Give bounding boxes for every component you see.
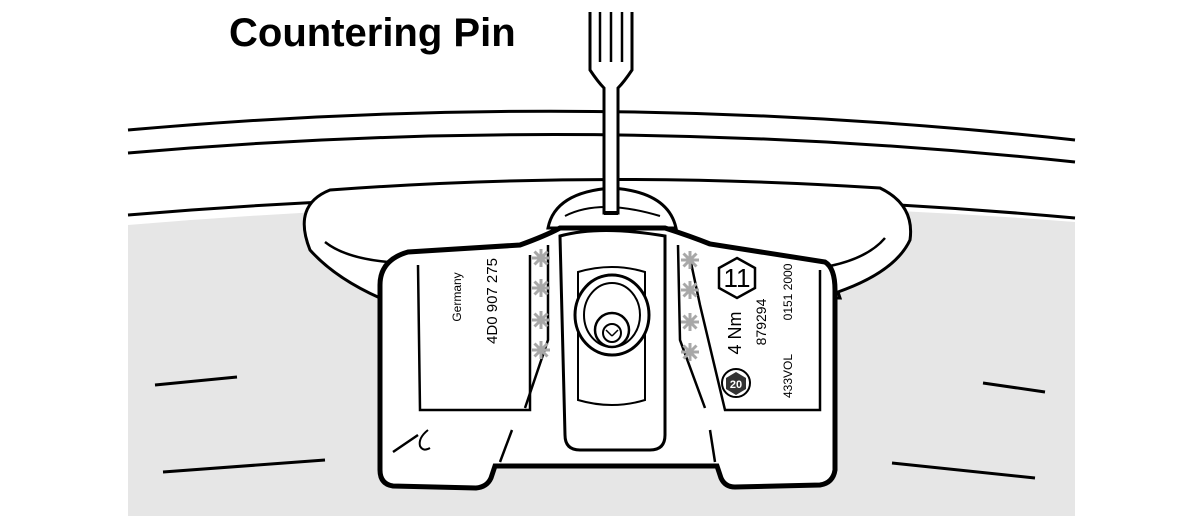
asterisk bbox=[532, 311, 550, 329]
asterisk bbox=[681, 251, 699, 269]
hex-size-emblem: 11 bbox=[717, 256, 757, 300]
hex-size-label: 11 bbox=[724, 263, 751, 293]
asterisk bbox=[532, 279, 550, 297]
label-torque: 4 Nm bbox=[725, 311, 745, 354]
asterisk bbox=[532, 249, 550, 267]
mounting-base-inner-right bbox=[829, 237, 886, 268]
asterisk bbox=[681, 281, 699, 299]
valve-channel-inner bbox=[577, 266, 646, 406]
rim-line-upper bbox=[127, 109, 1076, 142]
asterisk bbox=[681, 343, 699, 361]
label-germany: Germany bbox=[450, 272, 464, 321]
label-frequency: 433VOL bbox=[781, 354, 795, 398]
mounting-base-inner-left bbox=[324, 241, 389, 264]
asterisk bbox=[532, 341, 550, 359]
countering-pin-tool bbox=[588, 12, 634, 215]
rim-line-middle bbox=[127, 133, 1076, 164]
label-part-code: 879294 bbox=[753, 298, 769, 345]
housing-c-mark bbox=[418, 429, 431, 451]
valve-channel-right-edge bbox=[676, 244, 707, 409]
recycle-code-label: 20 bbox=[730, 379, 742, 391]
asterisk bbox=[681, 313, 699, 331]
tire-hatch-marks bbox=[154, 375, 1046, 480]
recycle-code-emblem: 20 bbox=[721, 368, 751, 398]
valve-channel-left-edge bbox=[523, 245, 550, 409]
label-date-code: 0151 2000 bbox=[781, 263, 795, 320]
valve-nut bbox=[573, 273, 651, 357]
label-part-number: 4D0 907 275 bbox=[484, 258, 501, 344]
asterisk-markers bbox=[532, 249, 699, 361]
title: Countering Pin bbox=[229, 11, 516, 55]
